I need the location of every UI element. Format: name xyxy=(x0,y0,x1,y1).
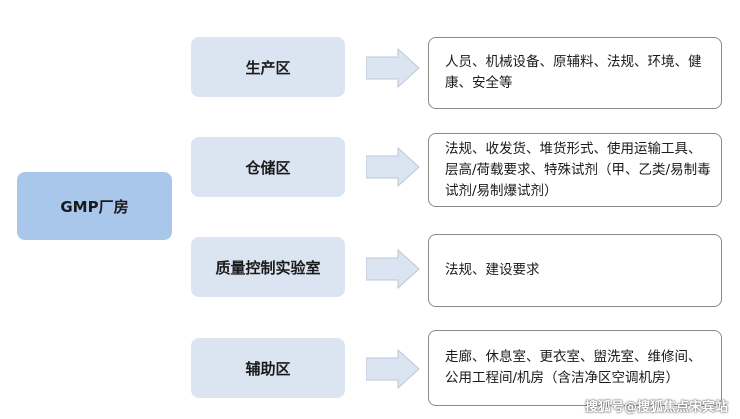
arrow-icon xyxy=(366,349,420,389)
production-area-description-text: 人员、机械设备、原辅料、法规、环境、健康、安全等 xyxy=(445,54,702,91)
qc-lab-node: 质量控制实验室 xyxy=(191,237,345,297)
qc-lab-label: 质量控制实验室 xyxy=(215,258,321,277)
arrow-icon xyxy=(366,147,420,187)
auxiliary-area-label: 辅助区 xyxy=(245,359,291,378)
production-area-description: 人员、机械设备、原辅料、法规、环境、健康、安全等 xyxy=(428,37,722,109)
auxiliary-area-description-text: 走廊、休息室、更衣室、盥洗室、维修间、公用工程间/机房（含洁净区空调机房） xyxy=(445,349,702,386)
auxiliary-area-description: 走廊、休息室、更衣室、盥洗室、维修间、公用工程间/机房（含洁净区空调机房） xyxy=(428,330,722,406)
production-area-node: 生产区 xyxy=(191,37,345,97)
production-area-label: 生产区 xyxy=(245,58,291,77)
storage-area-label: 仓储区 xyxy=(245,158,291,177)
gmp-plant-label: GMP厂房 xyxy=(60,197,129,216)
auxiliary-area-node: 辅助区 xyxy=(191,338,345,398)
arrow-icon xyxy=(366,48,420,88)
storage-area-description: 法规、收发货、堆货形式、使用运输工具、层高/荷载要求、特殊试剂（甲、乙类/易制毒… xyxy=(428,133,722,207)
storage-area-node: 仓储区 xyxy=(191,137,345,197)
arrow-icon xyxy=(366,249,420,289)
qc-lab-description: 法规、建设要求 xyxy=(428,234,722,307)
watermark: 搜狐号@搜狐焦点宋宾站 xyxy=(584,400,728,415)
gmp-plant-node: GMP厂房 xyxy=(17,172,172,240)
qc-lab-description-text: 法规、建设要求 xyxy=(445,262,540,278)
storage-area-description-text: 法规、收发货、堆货形式、使用运输工具、层高/荷载要求、特殊试剂（甲、乙类/易制毒… xyxy=(445,140,711,199)
